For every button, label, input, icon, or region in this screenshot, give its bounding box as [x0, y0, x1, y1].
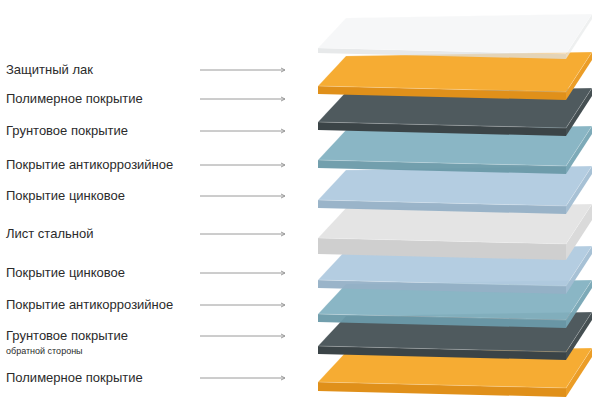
layer-label: Полимерное покрытие — [6, 370, 143, 386]
leader-tip — [281, 68, 285, 72]
layer-label: Лист стальной — [6, 226, 93, 242]
layer-label: Грунтовое покрытие — [6, 123, 128, 139]
leader-line — [200, 305, 285, 306]
leader-tip — [281, 334, 285, 338]
leader-line — [200, 234, 285, 235]
lacquer-layer — [318, 14, 592, 59]
leader-tip — [281, 194, 285, 198]
leader-tip — [281, 97, 285, 101]
layer-label: Покрытие антикоррозийное — [6, 157, 173, 173]
layer-label: Грунтовое покрытие — [6, 328, 128, 344]
leader-line — [200, 165, 285, 166]
leader-line — [200, 273, 285, 274]
anticorrosion-layer — [318, 280, 592, 328]
leader-line — [200, 196, 285, 197]
layer-label: Покрытие цинковое — [6, 265, 125, 281]
layer-stack — [318, 14, 592, 397]
leader-line — [200, 378, 285, 379]
leader-tip — [281, 129, 285, 133]
leader-tip — [281, 303, 285, 307]
leader-tip — [281, 376, 285, 380]
polymer-layer — [318, 52, 592, 100]
leader-line — [200, 336, 285, 337]
leader-lines — [200, 68, 285, 380]
leader-line — [200, 99, 285, 100]
leader-tip — [281, 232, 285, 236]
layer-top — [318, 14, 592, 54]
layer-label: Покрытие цинковое — [6, 188, 125, 204]
leader-tip — [281, 271, 285, 275]
layer-label: Защитный лак — [6, 62, 93, 78]
leader-line — [200, 131, 285, 132]
layer-label: Покрытие антикоррозийное — [6, 297, 173, 313]
layer-label: Полимерное покрытие — [6, 91, 143, 107]
layer-top — [318, 280, 592, 320]
leader-line — [200, 70, 285, 71]
layer-label: обратной стороны — [6, 346, 83, 357]
leader-tip — [281, 163, 285, 167]
